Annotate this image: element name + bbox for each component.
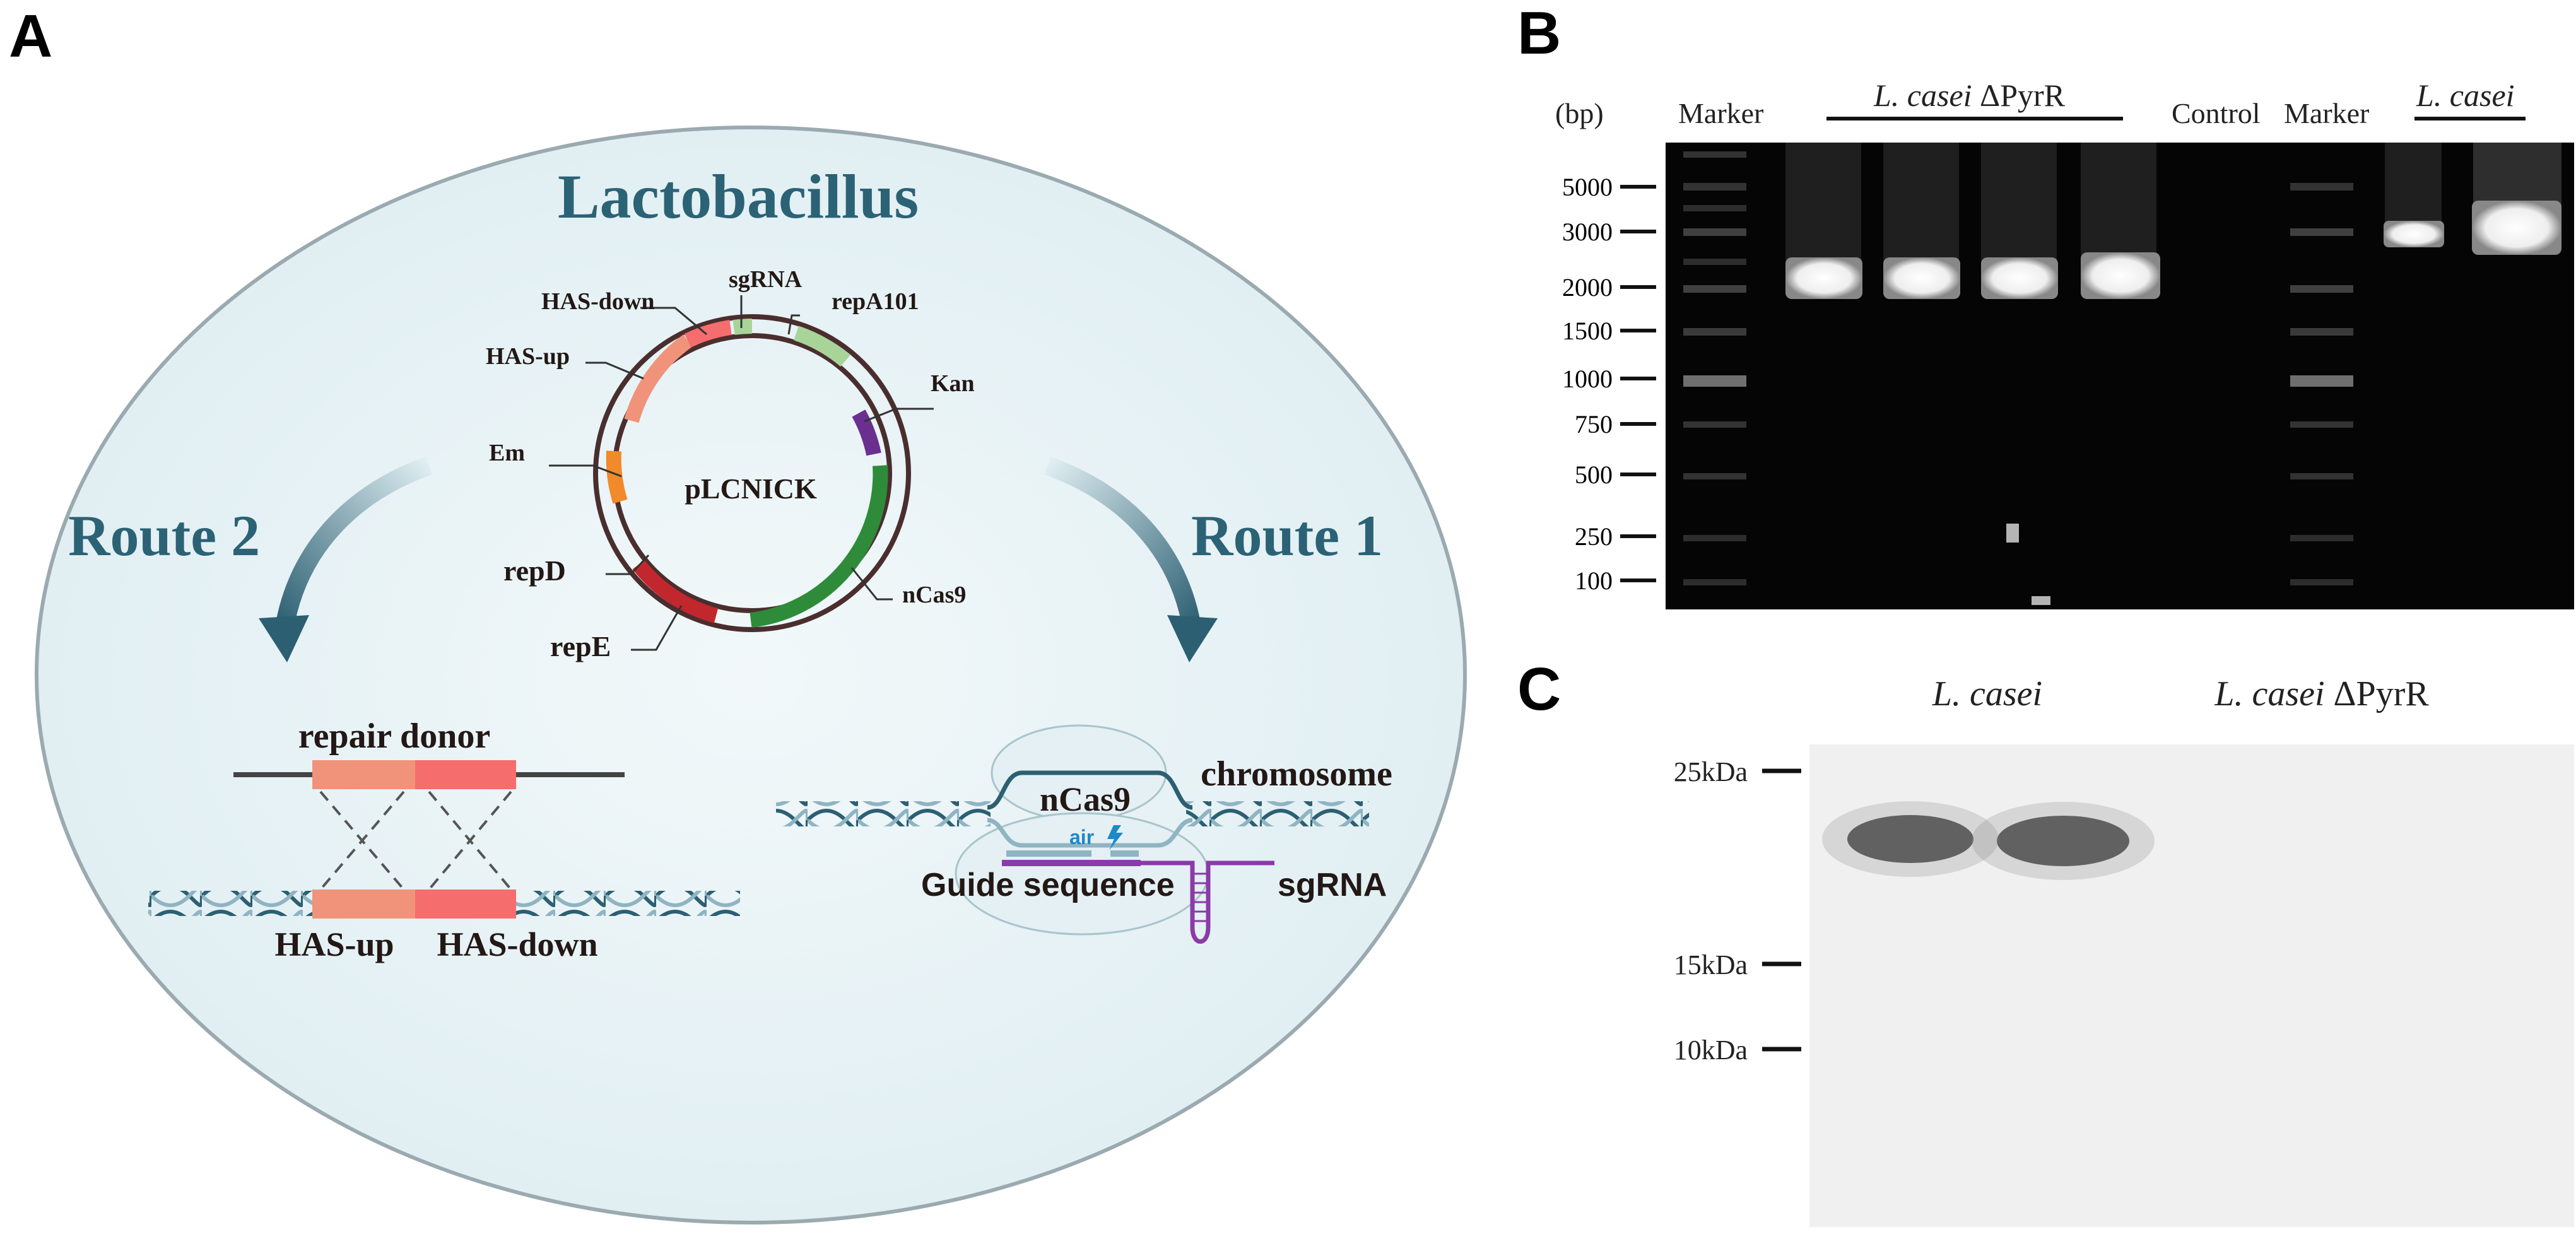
marker-25kda: 25kDa — [1674, 756, 1748, 787]
cell-outline — [35, 126, 1467, 1224]
band-wt-1 — [2384, 221, 2444, 247]
route-1-diagram: nCas9 chromosome air Guide sequence sgRN… — [776, 724, 1392, 944]
ladder-750: 750 — [1575, 410, 1613, 438]
gel-marker-lane-2 — [2290, 183, 2353, 585]
plasmid-sgrna — [732, 319, 753, 335]
label-repe: repE — [550, 630, 611, 662]
lane-marker-2: Marker — [2284, 97, 2369, 129]
label-em: Em — [489, 440, 525, 466]
ladder-250: 250 — [1575, 522, 1613, 551]
lightning-icon — [1107, 825, 1123, 850]
ladder-axis: 5000 3000 2000 1500 1000 750 500 250 100 — [1562, 173, 1656, 595]
plasmid-has-up — [624, 334, 693, 423]
ncas9-label: nCas9 — [1040, 780, 1131, 818]
sgrna-label: sgRNA — [1278, 867, 1387, 903]
label-kan: Kan — [931, 370, 975, 397]
marker-15kda: 15kDa — [1674, 949, 1748, 980]
band-wt-2 — [2472, 201, 2561, 255]
cell-title: Lactobacillus — [558, 161, 919, 232]
plasmid-repe-repd — [632, 560, 719, 623]
route-2-arrow — [274, 456, 432, 633]
plasmid-repa101 — [794, 326, 850, 367]
panel-b-letter: B — [1517, 0, 1561, 67]
label-sgrna-plasmid: sgRNA — [729, 266, 803, 293]
gel-mutant-bands — [1785, 143, 2160, 299]
ladder-5000: 5000 — [1562, 173, 1613, 201]
donor-has-up — [312, 760, 415, 789]
donor-has-down — [415, 760, 516, 789]
ladder-500: 500 — [1575, 461, 1613, 489]
wb-band-1 — [1847, 815, 1973, 863]
route-2-diagram: repair donor HAS-up HAS-down — [148, 717, 740, 963]
label-ncas9-plasmid: nCas9 — [902, 582, 966, 608]
chromosome-label: chromosome — [1201, 755, 1392, 794]
band-mutant-1 — [1785, 257, 1862, 299]
route-2-label: Route 2 — [68, 503, 260, 568]
label-repa101: repA101 — [832, 288, 919, 315]
genome-has-down — [415, 890, 516, 919]
has-down-label: HAS-down — [437, 925, 597, 963]
band-mutant-2 — [1883, 257, 1960, 299]
plasmid-ncas9 — [750, 465, 888, 628]
wb-band-2 — [1997, 816, 2129, 866]
route-2-arrowhead — [259, 615, 309, 662]
group-label-mutant: L. casei ΔPyrR — [1873, 78, 2066, 113]
repair-donor-label: repair donor — [298, 717, 490, 756]
route-1-label: Route 1 — [1191, 503, 1383, 568]
ladder-2000: 2000 — [1562, 273, 1613, 302]
plasmid-em — [606, 450, 628, 504]
label-has-up-plasmid: HAS-up — [486, 343, 570, 370]
genome-has-up — [312, 890, 415, 919]
ladder-3000: 3000 — [1562, 218, 1613, 246]
route-1-arrowhead — [1167, 615, 1218, 662]
bp-unit: (bp) — [1555, 97, 1604, 129]
band-mutant-3 — [1981, 257, 2058, 299]
plasmid-has-down — [684, 320, 732, 348]
label-repd: repD — [503, 555, 566, 587]
route-1-arrow — [1044, 456, 1202, 633]
guide-sequence-label: Guide sequence — [921, 867, 1175, 903]
plasmid-name: pLCNICK — [685, 473, 817, 505]
wb-lane-mutant: L. casei ΔPyrR — [2214, 674, 2429, 713]
marker-10kda: 10kDa — [1674, 1035, 1748, 1066]
lane-control: Control — [2172, 97, 2261, 129]
wb-lane-wt: L. casei — [1932, 674, 2042, 713]
lane-marker-1: Marker — [1678, 97, 1763, 129]
air-label: air — [1069, 826, 1094, 849]
has-up-label: HAS-up — [274, 925, 394, 963]
plasmid: pLCNICK HAS-down sgRNA repA101 HAS-up Ka… — [486, 266, 975, 662]
gel-marker-lane-1 — [1683, 151, 1746, 585]
group-label-wt: L. casei — [2416, 78, 2515, 113]
ladder-1500: 1500 — [1562, 317, 1613, 345]
plasmid-kan — [852, 409, 881, 456]
wb-marker-axis: 25kDa 15kDa 10kDa — [1674, 756, 1801, 1066]
gel-wt-bands — [2384, 143, 2561, 255]
ladder-1000: 1000 — [1562, 365, 1613, 393]
panel-a-letter: A — [9, 3, 52, 70]
ladder-100: 100 — [1575, 567, 1613, 595]
panel-c-letter: C — [1517, 655, 1561, 723]
band-mutant-4 — [2081, 252, 2160, 299]
label-has-down: HAS-down — [541, 288, 655, 315]
